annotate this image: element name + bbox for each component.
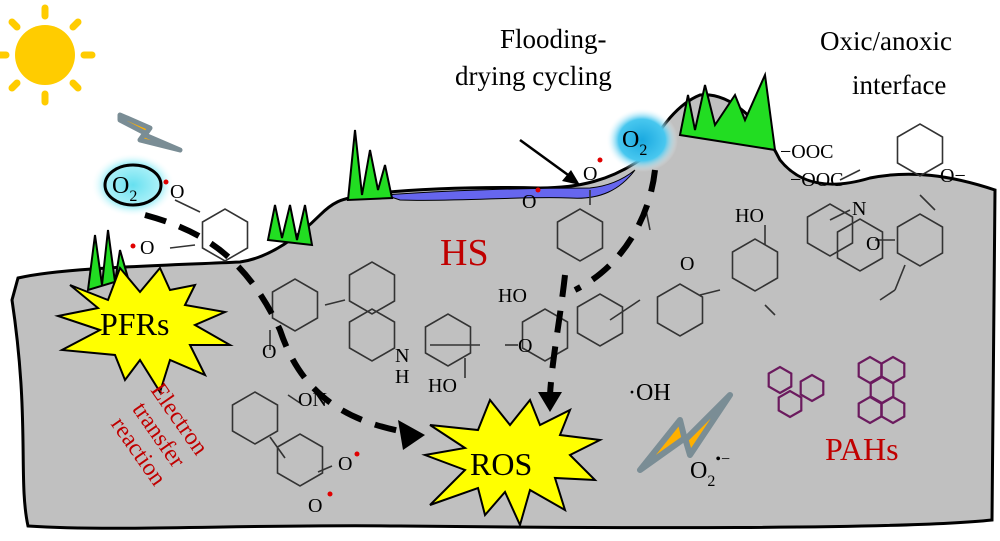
radical-oxygen: O bbox=[170, 181, 184, 203]
o2-left-label: O2 bbox=[112, 173, 137, 205]
flooding-label-line2: drying cycling bbox=[455, 61, 612, 91]
pah-molecules bbox=[767, 355, 906, 425]
aromatic-ring bbox=[806, 203, 854, 257]
aromatic-ring bbox=[424, 313, 472, 367]
ketone-oxygen: O bbox=[680, 253, 694, 275]
radical-oxygen-red: O bbox=[522, 191, 536, 213]
ros-label: ROS bbox=[470, 446, 532, 482]
carboxylate-top: −OOC bbox=[780, 141, 834, 163]
flooding-label-line1: Flooding- bbox=[500, 24, 607, 54]
lightning-icon-bottom bbox=[637, 392, 733, 473]
aromatic-ring bbox=[836, 218, 884, 272]
aromatic-ring bbox=[576, 293, 624, 347]
ros-burst bbox=[421, 398, 604, 528]
hydroxyl-group: HO bbox=[498, 285, 527, 307]
aromatic-ring bbox=[271, 278, 319, 332]
hs-label: HS bbox=[440, 232, 489, 274]
oxic-label-line1: Oxic/anoxic bbox=[820, 26, 952, 56]
pyridinium-nitrogen: N bbox=[852, 198, 866, 220]
oxic-label-line2: interface bbox=[852, 70, 946, 100]
pah-ring bbox=[767, 365, 793, 395]
soil-body bbox=[10, 93, 997, 530]
pah-ring bbox=[880, 395, 906, 425]
hydroxyl-group: HO bbox=[735, 205, 764, 227]
grass-icon bbox=[346, 129, 394, 202]
superoxide-label: O2•− bbox=[690, 451, 730, 490]
phenolate: O− bbox=[940, 165, 966, 187]
aromatic-ring bbox=[656, 283, 704, 337]
aromatic-ring bbox=[896, 213, 944, 267]
aromatic-ring bbox=[521, 308, 569, 362]
flooding-arrow bbox=[519, 138, 576, 182]
aromatic-ring bbox=[231, 391, 279, 445]
arrow-head-icon bbox=[562, 170, 580, 185]
hydroxyl-group: HO bbox=[428, 375, 457, 397]
carboxylate-bottom: −OOC bbox=[790, 169, 844, 191]
radical-dots bbox=[130, 157, 603, 497]
arrow-head-icon bbox=[538, 392, 562, 412]
aromatic-ring bbox=[348, 308, 396, 362]
o2-glow-right bbox=[606, 108, 678, 172]
electron-transfer-arrows bbox=[144, 169, 658, 435]
o2-ring-left bbox=[103, 163, 163, 207]
aromatic-ring bbox=[731, 238, 779, 292]
ether-oxygen: O bbox=[518, 335, 532, 357]
o2-right-label: O2 bbox=[622, 127, 647, 159]
pfrs-burst bbox=[54, 266, 234, 395]
amine-nitrogen: N bbox=[395, 345, 409, 367]
aromatic-ring bbox=[556, 208, 604, 262]
amine-hydrogen: H bbox=[395, 366, 409, 388]
grass-icon bbox=[266, 204, 314, 247]
radical-oxygen: O bbox=[140, 237, 154, 259]
radical-oxygen-red: O bbox=[583, 163, 597, 185]
grass-icon bbox=[678, 71, 777, 152]
aromatic-ring bbox=[896, 123, 944, 177]
radical-oxygen: O bbox=[308, 495, 322, 517]
radical-oxygen: O bbox=[338, 453, 352, 475]
on-group: ON bbox=[298, 389, 327, 411]
sun-icon bbox=[0, 4, 96, 106]
aromatic-ring bbox=[348, 261, 396, 315]
ketone-oxygen: O bbox=[866, 233, 880, 255]
pah-ring bbox=[799, 373, 825, 403]
ether-oxygen: O bbox=[262, 341, 276, 363]
o2-glow-left bbox=[91, 153, 175, 217]
arrow-head-icon bbox=[398, 420, 425, 450]
lightning-icon-top bbox=[117, 112, 183, 153]
aromatic-ring bbox=[201, 208, 249, 262]
hydroxyl-radical-label: ·OH bbox=[628, 380, 671, 406]
humic-substance-structure bbox=[201, 123, 944, 487]
pah-ring bbox=[777, 389, 803, 419]
pfrs-label: PFRs bbox=[100, 306, 169, 342]
pahs-label: PAHs bbox=[825, 431, 899, 467]
